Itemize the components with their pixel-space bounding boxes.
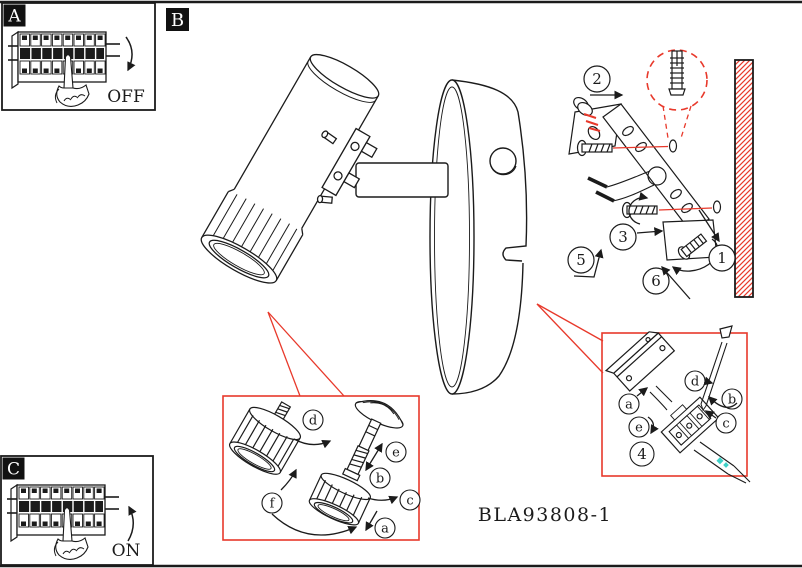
panel-b-label-box — [166, 8, 189, 31]
on-label: ON — [112, 541, 141, 561]
panel-b-label-group: B — [166, 8, 189, 31]
panel-a-label: A — [7, 7, 21, 27]
callout-6: 6 — [651, 272, 661, 290]
supply-wires — [587, 170, 655, 203]
panel-c: C ON — [0, 455, 154, 566]
callout-e: e — [635, 421, 643, 436]
mounting-callouts — [567, 65, 736, 300]
screwdriver-icon — [700, 325, 733, 412]
callout-b: b — [376, 472, 384, 487]
panel-c-label: C — [7, 460, 20, 480]
screw-icon — [621, 201, 658, 219]
head-detail-letters: d e b c f a — [270, 414, 414, 537]
screw-icon — [573, 96, 593, 117]
callout-1: 1 — [717, 249, 727, 267]
wiring-detail-box — [601, 325, 751, 484]
lamp-head-detail-box — [222, 395, 421, 541]
screw-icon — [576, 139, 613, 157]
callout-c: c — [406, 494, 413, 509]
callout-d: d — [691, 375, 699, 390]
callout-4: 4 — [637, 445, 647, 463]
panel-c-label-box — [2, 457, 25, 480]
hinge-bolt-icon — [316, 194, 333, 204]
off-label: OFF — [107, 87, 145, 107]
model-number: BLA93808-1 — [478, 504, 612, 526]
wall-hatch-icon — [734, 59, 754, 298]
panel-a: A OFF — [1, 2, 156, 111]
wiring-detail-callouts — [618, 370, 743, 467]
wall-anchor-icon — [646, 49, 708, 139]
panel-b-label: B — [171, 10, 184, 31]
callout-5: 5 — [576, 251, 586, 269]
detail-leader-lines — [267, 303, 604, 397]
callout-d: d — [309, 414, 317, 429]
canopy-illustration — [429, 79, 528, 395]
switch-up-arrow-icon — [127, 505, 137, 542]
callout-f: f — [270, 497, 276, 512]
callout-a: a — [625, 398, 633, 413]
red-thread-marks — [583, 113, 601, 132]
callout-2: 2 — [592, 70, 602, 88]
hinge-bolt-icon — [321, 130, 338, 145]
mounting-callout-numbers: 2 3 5 6 1 — [576, 70, 727, 290]
wiring-detail-letters: a e d b c 4 — [625, 375, 736, 464]
terminal-bracket — [604, 331, 676, 392]
callout-3: 3 — [618, 228, 628, 246]
callout-a: a — [381, 522, 389, 537]
knurled-ring-icon — [228, 401, 302, 475]
canopy-knob-icon — [489, 147, 517, 175]
callout-e: e — [392, 446, 400, 461]
lamp-arm — [355, 162, 449, 198]
switch-down-arrow-icon — [125, 36, 136, 72]
screw-icon — [677, 233, 708, 260]
callout-c: c — [722, 417, 729, 432]
bulb-stem-icon — [308, 399, 404, 526]
terminal-block — [660, 396, 720, 454]
spotlight-illustration — [200, 53, 380, 284]
cable — [693, 441, 751, 484]
rotate-arrow-icon — [671, 238, 719, 276]
head-detail-callouts — [261, 409, 421, 539]
rotate-arrow-icon — [628, 191, 649, 225]
mounting-bracket-assembly — [567, 49, 736, 300]
panel-a-label-box — [3, 4, 26, 27]
hinge-bracket — [321, 127, 378, 197]
callout-b: b — [728, 393, 736, 408]
